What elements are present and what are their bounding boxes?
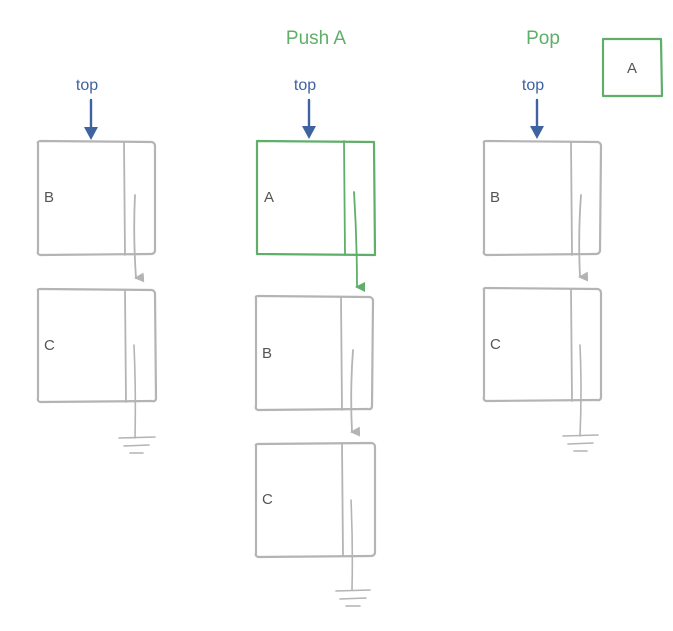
null-ground-icon [118,344,156,454]
stack-node-highlighted: A [255,139,377,257]
operation-title: Push A [286,28,347,49]
top-pointer-label: top [522,77,544,94]
node-label: C [44,337,55,354]
null-ground-icon [335,499,371,607]
top-pointer-arrow [302,98,316,139]
null-ground-icon [562,344,599,452]
top-pointer-arrow [530,98,544,139]
stack-pop: Pop A top B C [482,28,664,452]
stack-node: B [36,139,157,257]
stack-node: C [254,441,377,559]
node-label: B [262,345,272,362]
popped-node: A [601,37,664,98]
node-label: C [490,336,501,353]
node-label: B [490,189,500,206]
top-pointer-arrow [84,98,98,140]
stack-initial: top B C [36,77,158,454]
node-label: B [44,189,54,206]
next-pointer-arrow [578,194,589,282]
top-pointer-label: top [76,77,98,94]
node-label: A [264,189,274,206]
popped-node-label: A [627,60,637,77]
next-pointer-arrow [350,349,361,437]
stack-node: C [36,287,158,404]
stack-push: Push A top A B C [254,28,377,607]
operation-title: Pop [526,28,560,49]
top-pointer-label: top [294,77,316,94]
stack-node: B [482,139,603,257]
stack-node: B [254,294,375,412]
next-pointer-arrow [133,194,145,283]
stack-node: C [482,286,603,403]
next-pointer-arrow [353,191,366,292]
node-label: C [262,491,273,508]
